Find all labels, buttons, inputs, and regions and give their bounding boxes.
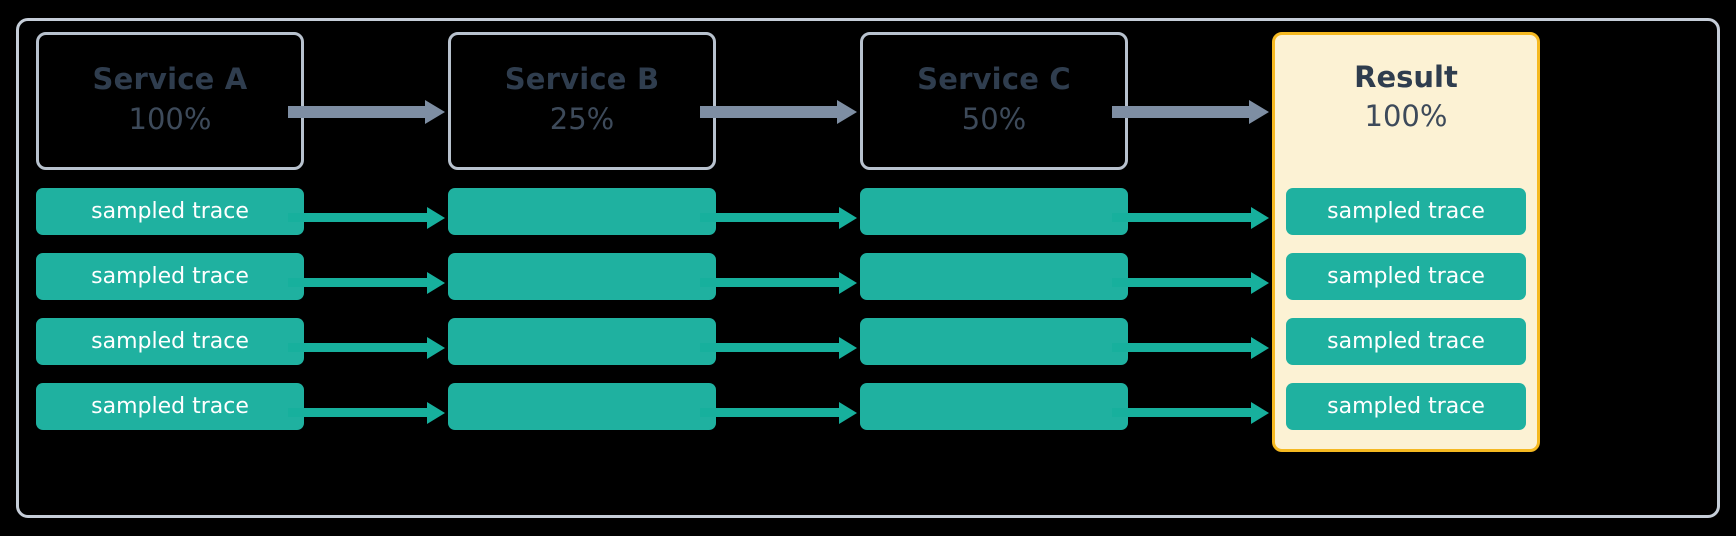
service-b-percent: 25% [549, 101, 615, 136]
trace-chip-r1-service-a: sampled trace [36, 188, 304, 235]
result-box: Result 100% [1272, 32, 1540, 452]
arrow-head-icon [1251, 272, 1269, 294]
trace-chip-label: sampled trace [91, 199, 249, 224]
arrow-head-icon [427, 402, 445, 424]
service-c-title: Service C [917, 62, 1071, 97]
trace-chip-r2-service-a: sampled trace [36, 253, 304, 300]
arrow-shaft [700, 408, 839, 417]
arrow-head-icon [1251, 207, 1269, 229]
trace-chip-r4-service-a: sampled trace [36, 383, 304, 430]
trace-chip-r2-service-c [860, 253, 1128, 300]
trace-chip-r4-result: sampled trace [1286, 383, 1526, 430]
trace-chip-r3-service-c [860, 318, 1128, 365]
trace-chip-r2-result: sampled trace [1286, 253, 1526, 300]
arrow-head-icon [837, 100, 857, 124]
trace-chip-label: sampled trace [91, 329, 249, 354]
arrow-shaft [288, 408, 427, 417]
arrow-head-icon [839, 272, 857, 294]
arrow-shaft [1112, 408, 1251, 417]
trace-chip-r1-service-b [448, 188, 716, 235]
trace-chip-label: sampled trace [1327, 329, 1485, 354]
arrow-shaft [700, 278, 839, 287]
arrow-head-icon [839, 402, 857, 424]
trace-chip-r1-service-c [860, 188, 1128, 235]
arrow-head-icon [1249, 100, 1269, 124]
trace-chip-label: sampled trace [1327, 394, 1485, 419]
service-box-service-c: Service C 50% [860, 32, 1128, 170]
trace-chip-r3-service-b [448, 318, 716, 365]
trace-chip-r2-service-b [448, 253, 716, 300]
diagram-outer-frame [16, 18, 1720, 518]
trace-chip-r1-result: sampled trace [1286, 188, 1526, 235]
service-a-title: Service A [92, 62, 248, 97]
arrow-head-icon [427, 272, 445, 294]
arrow-head-icon [839, 337, 857, 359]
arrow-shaft [1112, 343, 1251, 352]
arrow-head-icon [427, 337, 445, 359]
arrow-shaft [288, 213, 427, 222]
trace-chip-label: sampled trace [91, 394, 249, 419]
result-title: Result [1354, 60, 1458, 94]
result-header: Result 100% [1275, 60, 1537, 136]
trace-chip-label: sampled trace [1327, 199, 1485, 224]
arrow-head-icon [1251, 402, 1269, 424]
arrow-shaft [288, 106, 425, 118]
trace-chip-label: sampled trace [91, 264, 249, 289]
arrow-shaft [700, 343, 839, 352]
trace-chip-label: sampled trace [1327, 264, 1485, 289]
trace-chip-r4-service-b [448, 383, 716, 430]
service-c-percent: 50% [961, 101, 1027, 136]
arrow-head-icon [425, 100, 445, 124]
service-a-percent: 100% [128, 101, 212, 136]
service-b-title: Service B [504, 62, 660, 97]
result-percent: 100% [1364, 99, 1448, 134]
trace-chip-r3-service-a: sampled trace [36, 318, 304, 365]
arrow-shaft [700, 213, 839, 222]
service-box-service-b: Service B 25% [448, 32, 716, 170]
arrow-head-icon [839, 207, 857, 229]
arrow-shaft [1112, 213, 1251, 222]
trace-chip-r4-service-c [860, 383, 1128, 430]
arrow-shaft [700, 106, 837, 118]
arrow-shaft [1112, 278, 1251, 287]
arrow-shaft [288, 278, 427, 287]
arrow-shaft [1112, 106, 1249, 118]
trace-chip-r3-result: sampled trace [1286, 318, 1526, 365]
arrow-head-icon [1251, 337, 1269, 359]
arrow-head-icon [427, 207, 445, 229]
arrow-shaft [288, 343, 427, 352]
service-box-service-a: Service A 100% [36, 32, 304, 170]
